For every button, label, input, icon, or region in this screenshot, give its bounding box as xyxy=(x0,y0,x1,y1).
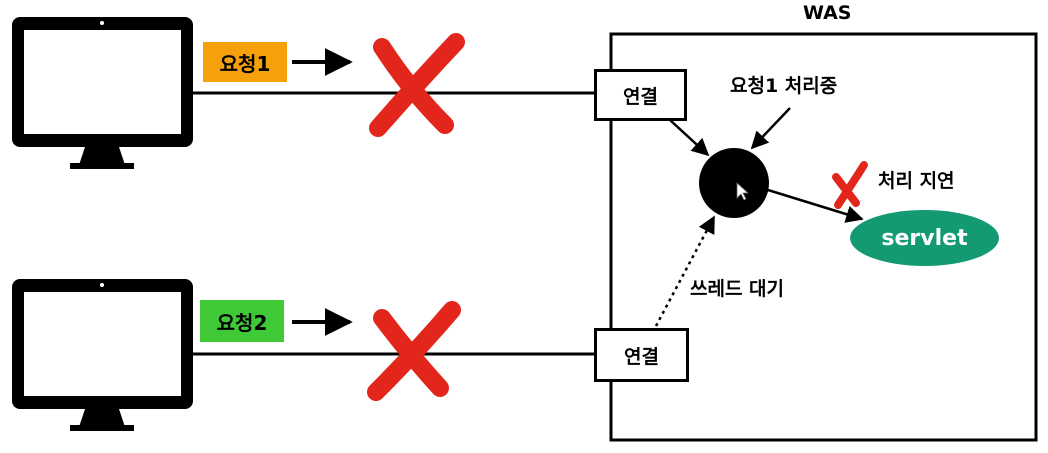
conn1-to-thread-arrow xyxy=(669,119,710,157)
connection-label: 연결 xyxy=(623,85,658,108)
thread-wait-label: 쓰레드 대기 xyxy=(690,278,785,300)
was-title: WAS xyxy=(803,2,852,24)
connection-label: 연결 xyxy=(624,345,659,368)
cross-icon xyxy=(369,33,465,137)
monitor-icon xyxy=(12,279,193,431)
thread-wait-arrow xyxy=(654,215,716,327)
connection-box-2: 연결 xyxy=(594,328,689,382)
cursor-icon xyxy=(736,182,750,201)
processing-arrow xyxy=(750,107,791,150)
thread-to-servlet-arrow xyxy=(767,188,864,223)
delay-label: 처리 지연 xyxy=(878,170,955,192)
cross-icon xyxy=(832,161,868,209)
request1-tag: 요청1 xyxy=(203,42,287,82)
servlet-label: servlet xyxy=(881,225,968,251)
request2-tag: 요청2 xyxy=(200,300,284,342)
thread-circle-icon xyxy=(699,148,769,218)
monitor-icon xyxy=(12,17,193,169)
processing-label: 요청1 처리중 xyxy=(730,75,838,97)
cross-icon xyxy=(367,301,461,401)
connection-box-1: 연결 xyxy=(594,69,687,121)
request2-label: 요청2 xyxy=(216,310,268,335)
servlet-node: servlet xyxy=(850,210,999,266)
request1-label: 요청1 xyxy=(219,51,271,76)
was-container xyxy=(609,32,1038,442)
